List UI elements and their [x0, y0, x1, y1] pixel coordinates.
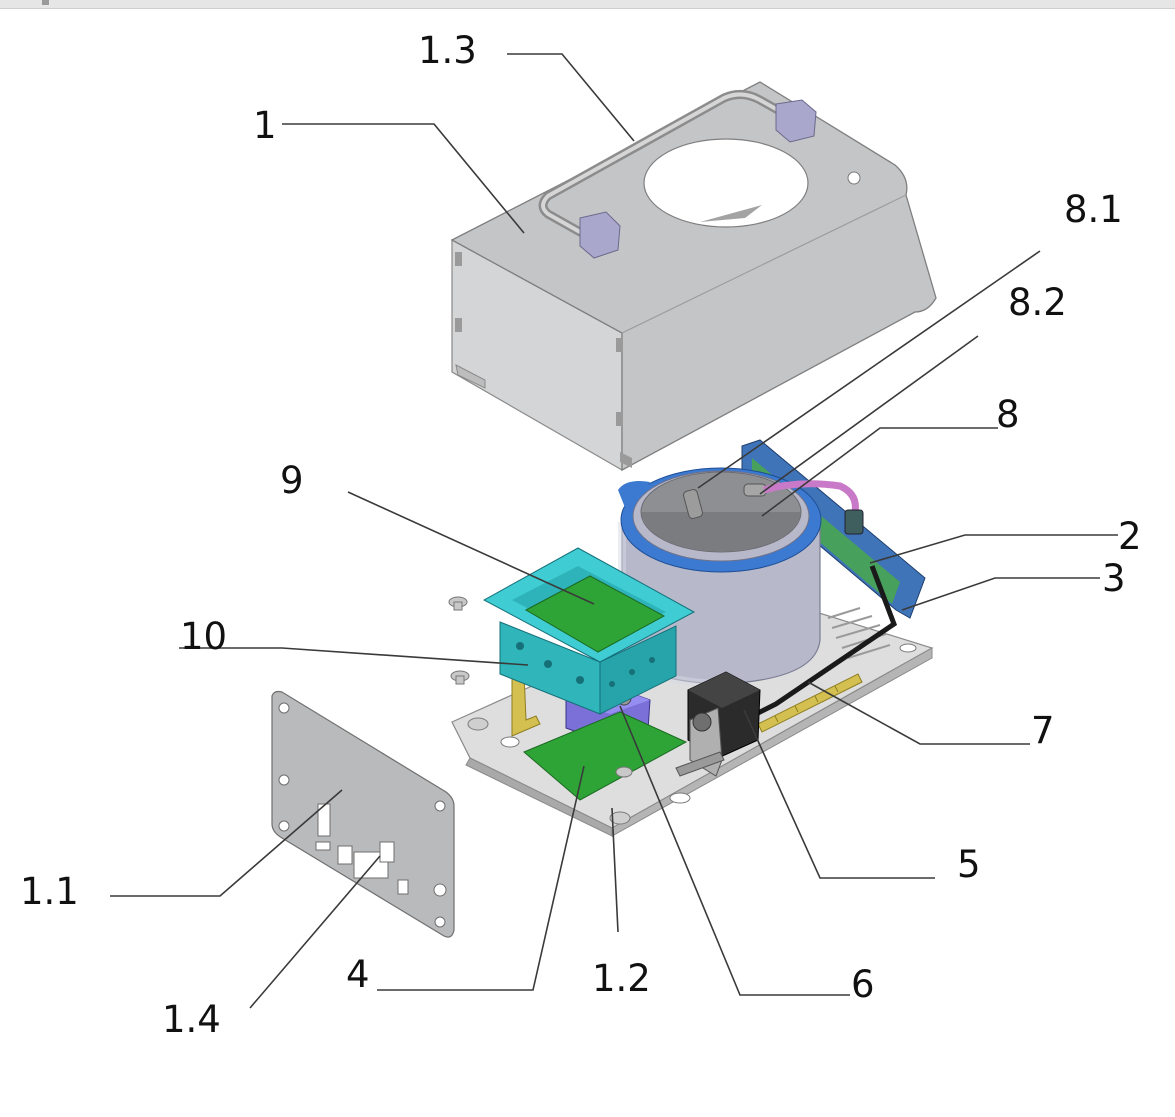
callout-labels: 1 1.3 8.1 8.2 8 9 10 2 3 7 5 6 1.2 4 1.1…: [20, 29, 1142, 1041]
label-7: 7: [1031, 709, 1055, 752]
window-top-bar: [0, 0, 1175, 9]
label-1-2: 1.2: [592, 957, 651, 1000]
label-1: 1: [253, 104, 277, 147]
label-1-1: 1.1: [20, 870, 79, 913]
switch-connector: [675, 671, 761, 777]
upper-pcb: [524, 575, 666, 653]
label-9: 9: [280, 459, 304, 502]
label-1-3: 1.3: [418, 29, 477, 72]
label-4: 4: [346, 953, 370, 996]
leader-lines: [110, 53, 1118, 1009]
rear-panel: [271, 690, 455, 938]
label-1-4: 1.4: [162, 998, 221, 1041]
label-3: 3: [1102, 557, 1126, 600]
label-6: 6: [851, 963, 875, 1006]
scroll-grip[interactable]: [42, 0, 49, 5]
black-wire: [750, 565, 898, 719]
label-8-2: 8.2: [1008, 281, 1067, 324]
loose-screws: [448, 596, 633, 778]
label-8-1: 8.1: [1064, 188, 1123, 231]
label-2: 2: [1118, 515, 1142, 558]
label-8: 8: [996, 393, 1020, 436]
top-cover: [450, 81, 937, 472]
label-5: 5: [957, 843, 981, 886]
label-10: 10: [180, 615, 227, 658]
base-pcb: [523, 711, 688, 801]
